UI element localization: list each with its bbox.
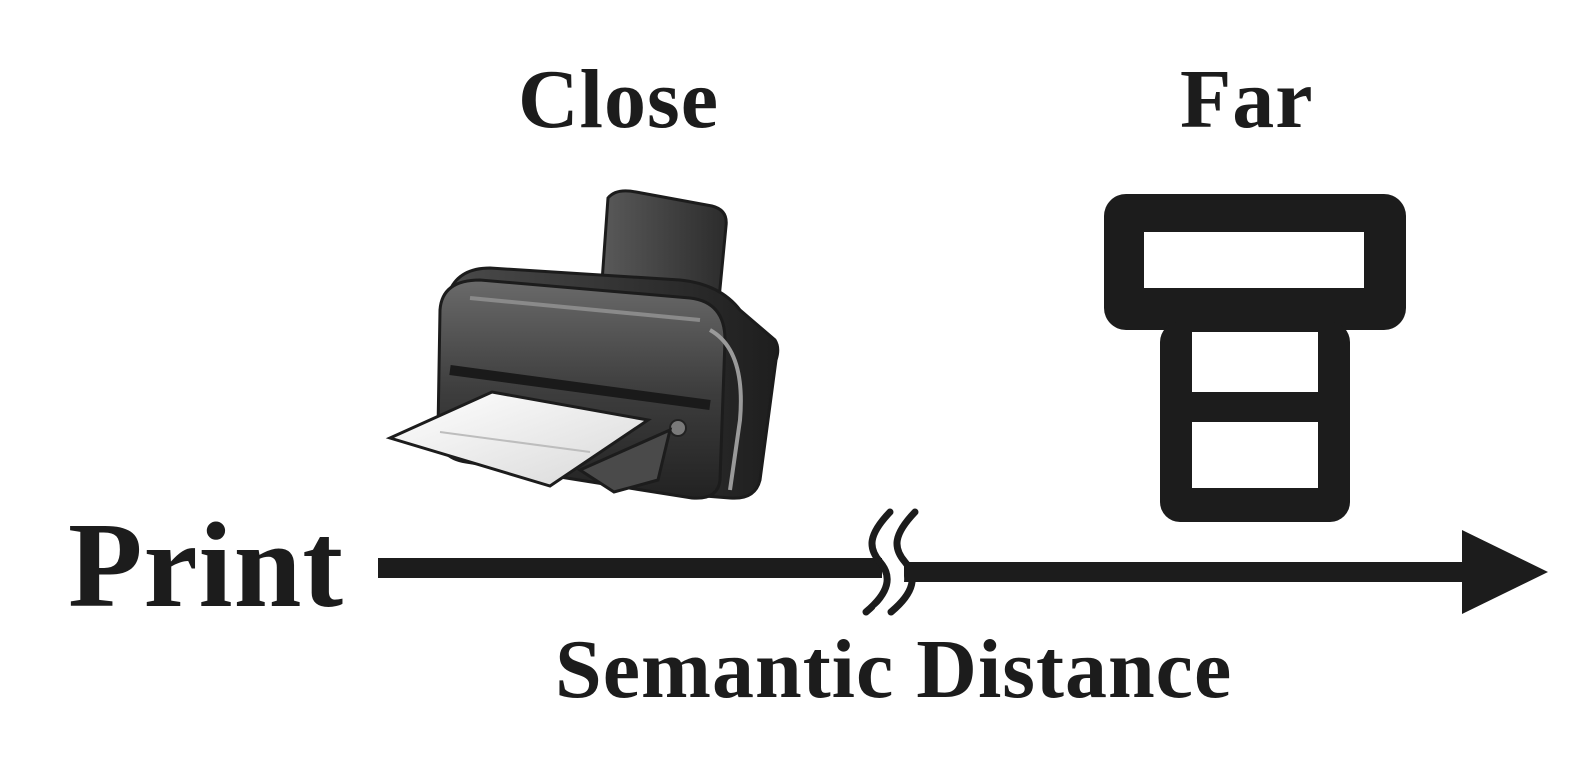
axis-break-mark-2 — [887, 508, 919, 616]
axis-break-mark-1 — [862, 508, 894, 616]
axis-label: Semantic Distance — [555, 623, 1233, 716]
query-word-label: Print — [68, 498, 345, 633]
stacked-boxes-icon — [1104, 194, 1406, 522]
close-label: Close — [518, 53, 719, 146]
far-label: Far — [1180, 53, 1314, 146]
printer-icon — [385, 189, 780, 500]
axis-arrowhead — [1462, 530, 1548, 614]
